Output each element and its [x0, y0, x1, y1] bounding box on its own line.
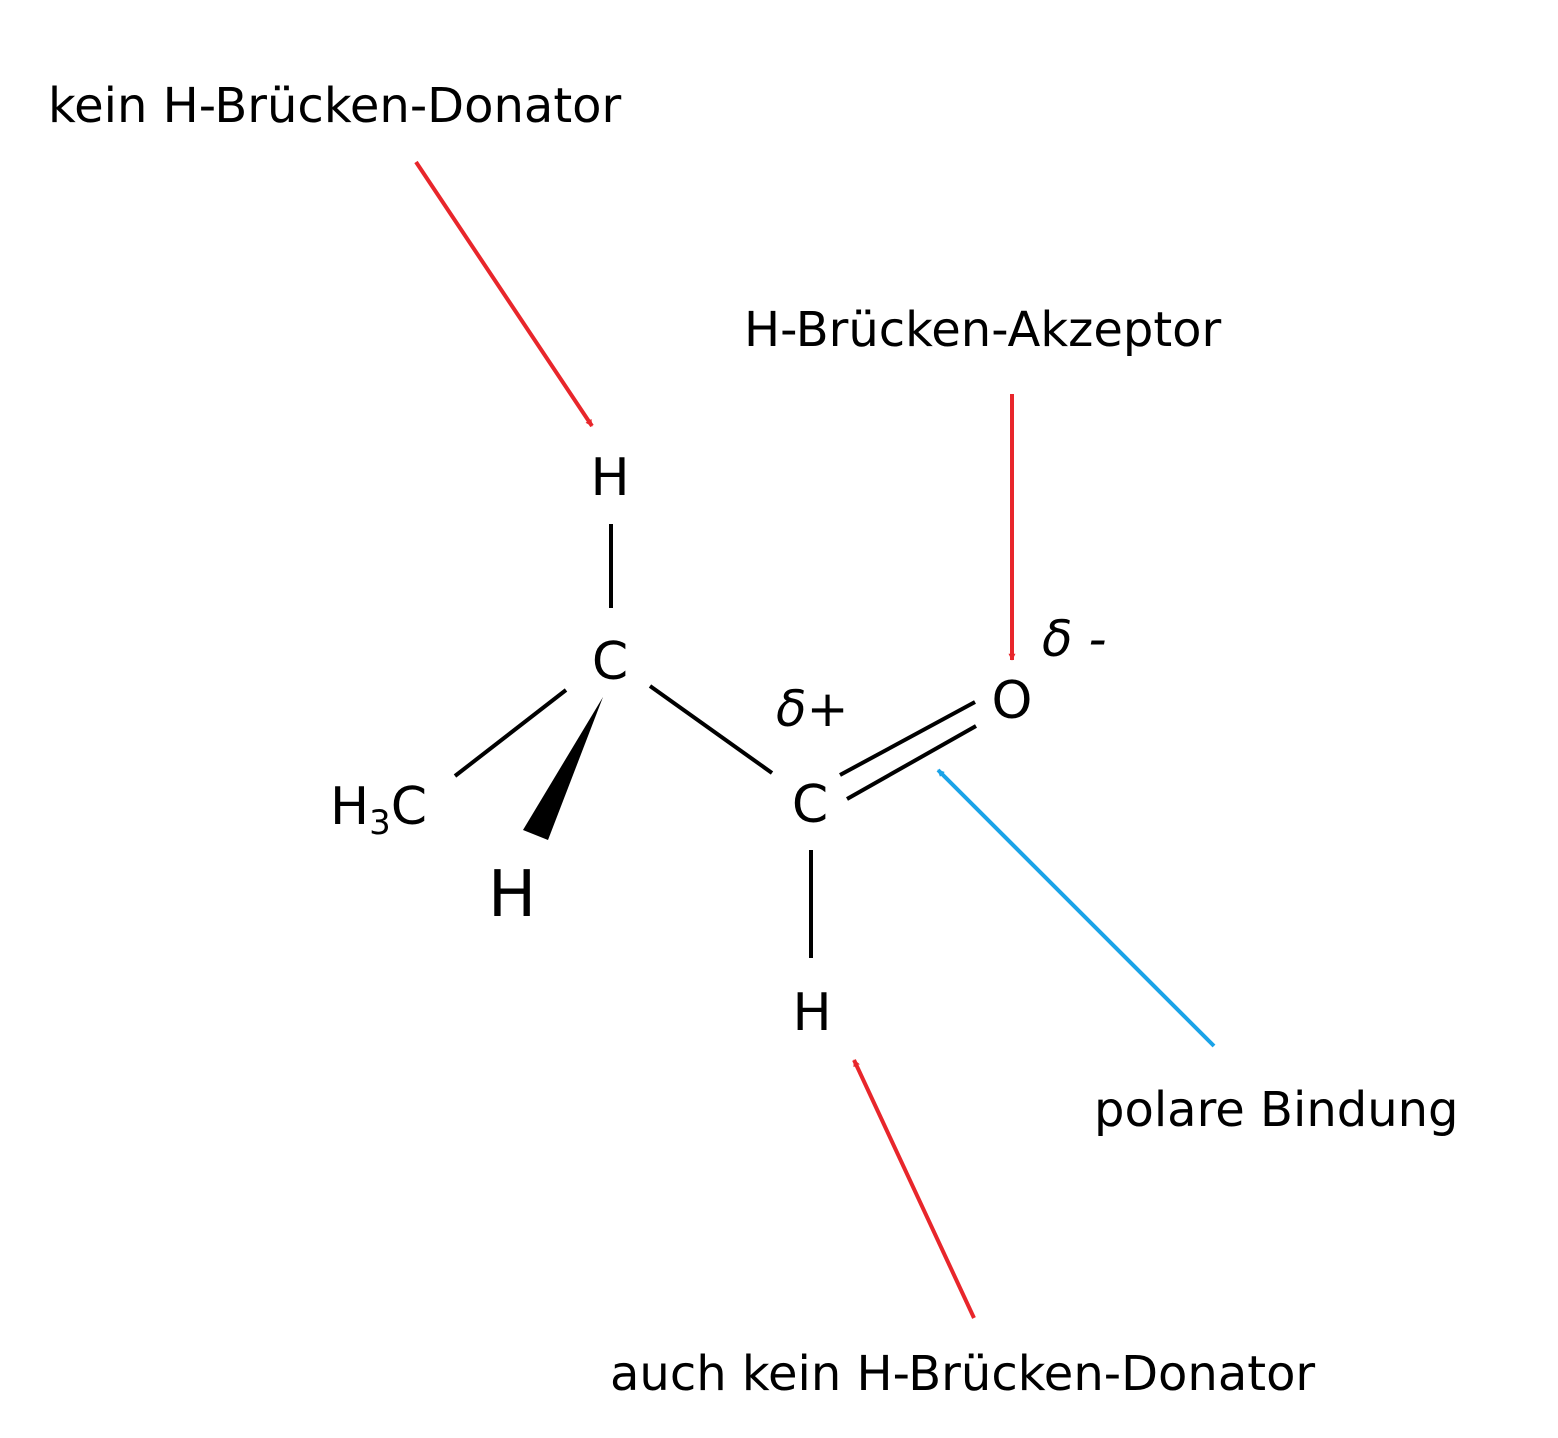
bond-c-ch3: [453, 688, 568, 778]
arrow-to-double-bond: [936, 768, 1216, 1048]
label-kein-h-bruecken-donator: kein H-Brücken-Donator: [48, 78, 622, 134]
label-polare-bindung: polare Bindung: [1094, 1082, 1459, 1138]
bond-c-c: [648, 684, 774, 775]
atom-h3c-h: H: [330, 777, 369, 837]
atom-h-top: H: [590, 448, 629, 508]
wedge-bond-c-h: [523, 697, 603, 840]
arrow-to-bottom-h: [852, 1059, 976, 1319]
atom-c-lower: C: [792, 775, 828, 835]
atom-o: O: [992, 671, 1033, 731]
arrow-to-top-h: [414, 160, 594, 428]
atom-h-wedge: H: [488, 858, 536, 932]
atom-c-upper: C: [592, 632, 628, 692]
atom-h3c-subscript: 3: [369, 803, 391, 843]
atom-h3c-c: C: [391, 777, 427, 837]
label-h-bruecken-akzeptor: H-Brücken-Akzeptor: [744, 302, 1222, 358]
partial-charge-positive: δ+: [776, 680, 849, 738]
atom-h3c: H3C: [330, 777, 427, 843]
partial-charge-negative: δ -: [1042, 610, 1107, 668]
atom-h-bottom: H: [792, 983, 831, 1043]
double-bond-c-o-line-1: [839, 700, 976, 777]
label-auch-kein-h-bruecken-donator: auch kein H-Brücken-Donator: [610, 1346, 1315, 1402]
double-bond-c-o-line-2: [846, 724, 977, 801]
